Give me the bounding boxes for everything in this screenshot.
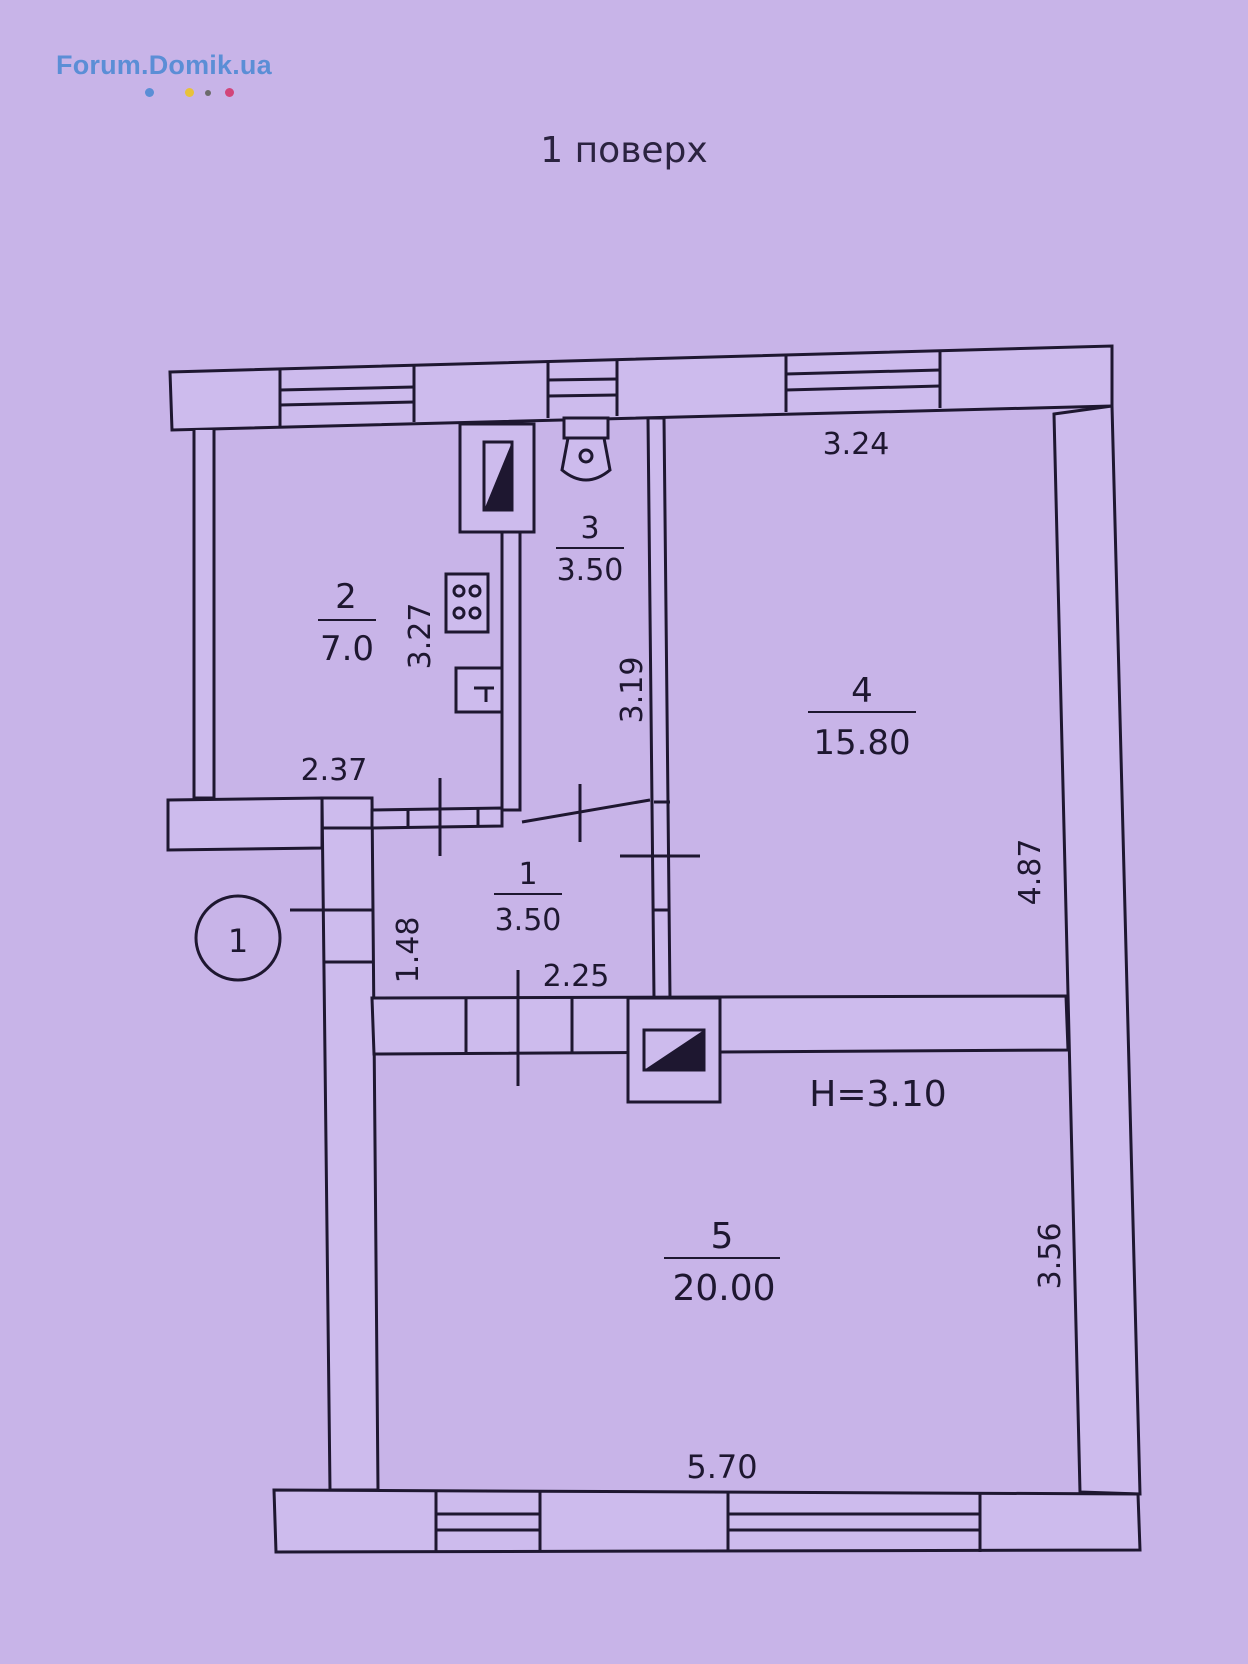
- room-2-label: 2 7.0: [318, 577, 376, 669]
- partition-room2-room3: [500, 532, 522, 812]
- watermark-dot-2: [185, 88, 194, 97]
- watermark-dot-3: [205, 90, 211, 96]
- room-4-label: 4 15.80: [808, 671, 916, 763]
- dim-room3-height: 3.19: [615, 657, 650, 724]
- floor-title: 1 поверх: [540, 130, 708, 171]
- room-5-area: 20.00: [672, 1268, 775, 1309]
- room-4-number: 4: [851, 671, 873, 711]
- top-window-left: [278, 366, 416, 426]
- bottom-wall: [272, 1488, 1142, 1554]
- entrance-marker-number: 1: [228, 922, 248, 960]
- room-1-number: 1: [518, 857, 537, 892]
- stove-fixture: [444, 572, 490, 634]
- sink-fixture: [454, 666, 504, 714]
- room-5-label: 5 20.00: [664, 1216, 780, 1309]
- dim-room4-width: 3.24: [823, 427, 890, 462]
- room-5-number: 5: [711, 1216, 734, 1257]
- room-2-number: 2: [335, 577, 357, 617]
- room-3-number: 3: [580, 511, 599, 546]
- right-wall: [1052, 404, 1142, 1496]
- room-1-label: 1 3.50: [494, 857, 562, 938]
- entrance-ledge-wall: [166, 796, 324, 852]
- watermark-dot-4: [225, 88, 234, 97]
- room-3-label: 3 3.50: [556, 511, 624, 588]
- bottom-window-left: [434, 1492, 542, 1552]
- dim-room1-width: 2.25: [543, 959, 610, 994]
- left-wall-lower: [320, 796, 380, 1492]
- room-2-area: 7.0: [320, 629, 374, 669]
- watermark-dot-1: [145, 88, 154, 97]
- room-1-area: 3.50: [495, 903, 562, 938]
- room2-left-wall: [192, 430, 216, 800]
- partition-room2-room1: [370, 806, 504, 830]
- bathroom-door: [521, 798, 651, 824]
- chimney-block-upper: [458, 422, 536, 534]
- dim-room4-height: 4.87: [1013, 839, 1048, 906]
- dim-room2-height: 3.27: [403, 603, 438, 670]
- bottom-window-right: [726, 1492, 982, 1552]
- top-window-right: [784, 351, 942, 412]
- watermark-logo: Forum.Domik.ua: [56, 50, 272, 80]
- toilet-fixture: [560, 416, 612, 482]
- dim-room2-width: 2.37: [301, 753, 368, 788]
- room-3-area: 3.50: [557, 553, 624, 588]
- dim-room5-width: 5.70: [686, 1448, 757, 1486]
- ceiling-height: H=3.10: [809, 1074, 946, 1115]
- room-4-area: 15.80: [813, 723, 910, 763]
- top-window-middle: [546, 360, 619, 418]
- entrance-marker-circle: [194, 894, 282, 982]
- dim-room5-height: 3.56: [1033, 1223, 1068, 1290]
- dim-room1-height: 1.48: [391, 917, 426, 984]
